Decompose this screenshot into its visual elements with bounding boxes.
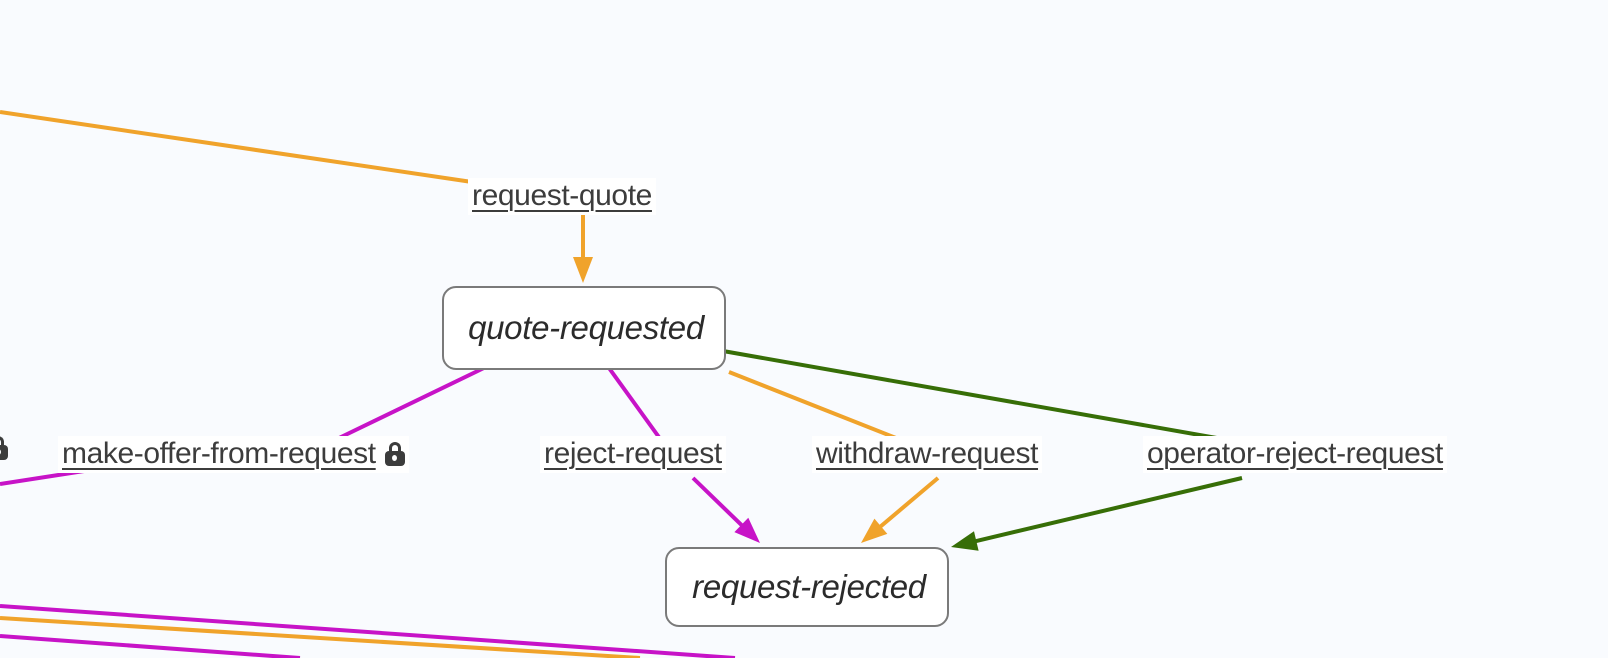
arrowhead	[951, 531, 979, 551]
state-node-label: request-rejected	[692, 568, 926, 605]
arrowhead	[573, 257, 593, 283]
edge-operator-reject-request-to-request-rejected	[951, 476, 1243, 551]
lock-icon	[384, 442, 405, 466]
edge-offscreen-edge-magenta-lower	[0, 634, 301, 658]
transition-label-reject-request[interactable]: reject-request	[540, 436, 726, 473]
edge-withdraw-request-to-request-rejected	[861, 476, 940, 543]
transition-label-make-offer-from-request[interactable]: make-offer-from-request	[58, 436, 409, 473]
state-node-label: quote-requested	[468, 309, 704, 346]
transition-label-withdraw-request[interactable]: withdraw-request	[812, 436, 1043, 473]
state-node-quote-requested[interactable]: quote-requested	[442, 286, 726, 370]
transition-label-text: operator-reject-request	[1147, 437, 1443, 470]
edge-reject-request-to-request-rejected	[691, 476, 760, 543]
edge-quote-requested-to-reject-request	[607, 366, 663, 442]
edge-request-quote-to-quote-requested	[573, 215, 593, 283]
transition-label-request-quote[interactable]: request-quote	[468, 178, 656, 215]
edge-quote-requested-to-operator-reject-request	[722, 349, 1229, 442]
transition-label-text: withdraw-request	[816, 437, 1039, 470]
transition-label-text: make-offer-from-request	[62, 437, 376, 470]
edge-offscreen-edge-orange-lower	[0, 616, 641, 658]
edge-offscreen-to-request-quote	[0, 110, 473, 184]
transition-label-text: request-quote	[472, 179, 652, 212]
edge-quote-requested-to-make-offer-from-request	[336, 364, 489, 441]
edge-quote-requested-to-withdraw-request	[728, 370, 897, 440]
clipped-transition-label-left[interactable]	[0, 436, 8, 460]
arrowhead	[861, 518, 888, 543]
edge-offscreen-edge-magenta-upper	[0, 604, 736, 658]
arrowhead	[734, 517, 760, 543]
transition-label-operator-reject-request[interactable]: operator-reject-request	[1143, 436, 1447, 473]
state-node-request-rejected[interactable]: request-rejected	[665, 547, 949, 627]
lock-icon	[0, 436, 8, 460]
transition-label-text: reject-request	[544, 437, 722, 470]
